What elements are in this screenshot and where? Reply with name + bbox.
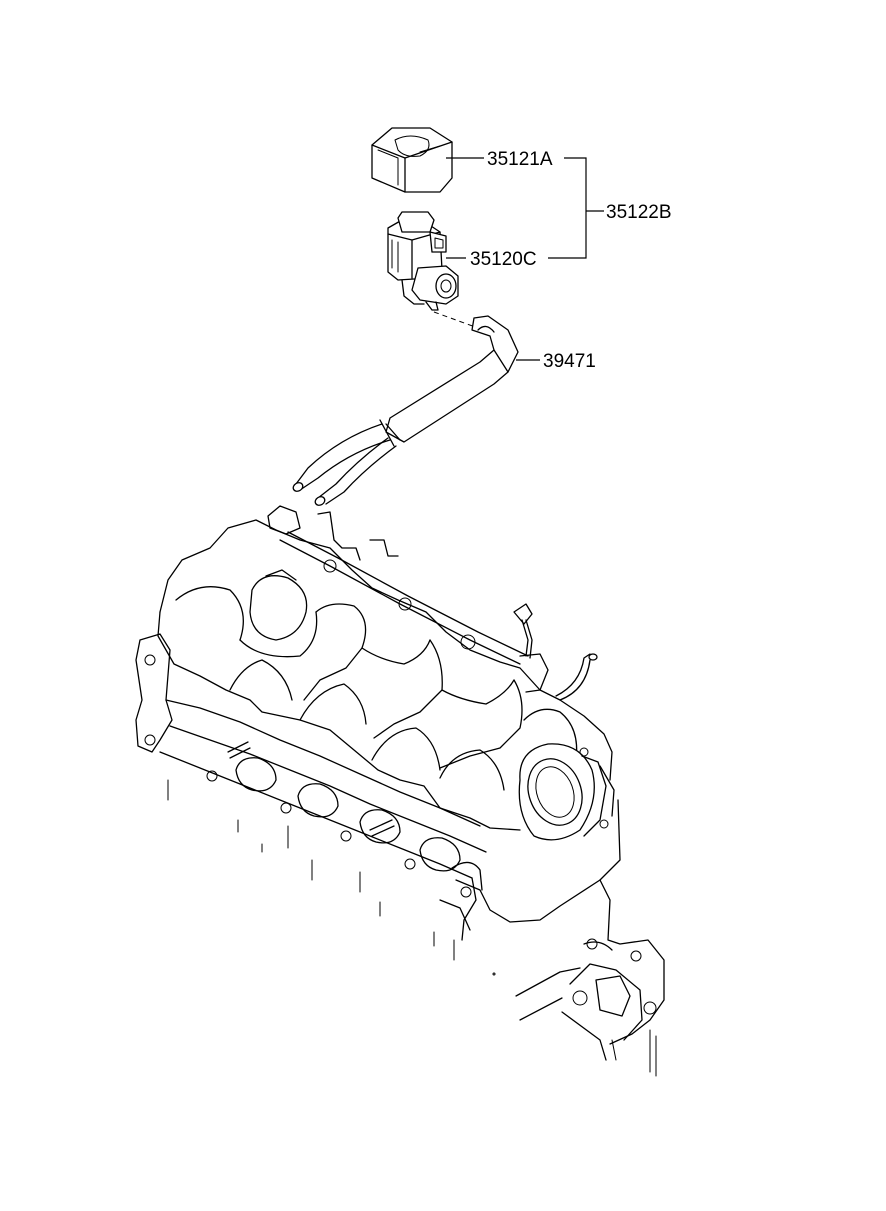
part-label-35122B[interactable]: 35122B (606, 202, 672, 223)
engine-manifold-illustration (135, 505, 665, 1077)
part-label-39471[interactable]: 39471 (543, 351, 596, 372)
part-label-35120C[interactable]: 35120C (470, 249, 537, 270)
solenoid-valve-part[interactable] (387, 211, 459, 311)
bracket-cover-part[interactable] (371, 127, 453, 193)
part-label-35121A[interactable]: 35121A (487, 149, 553, 170)
vacuum-hose-part[interactable] (292, 311, 519, 507)
leader-lines (446, 157, 604, 361)
